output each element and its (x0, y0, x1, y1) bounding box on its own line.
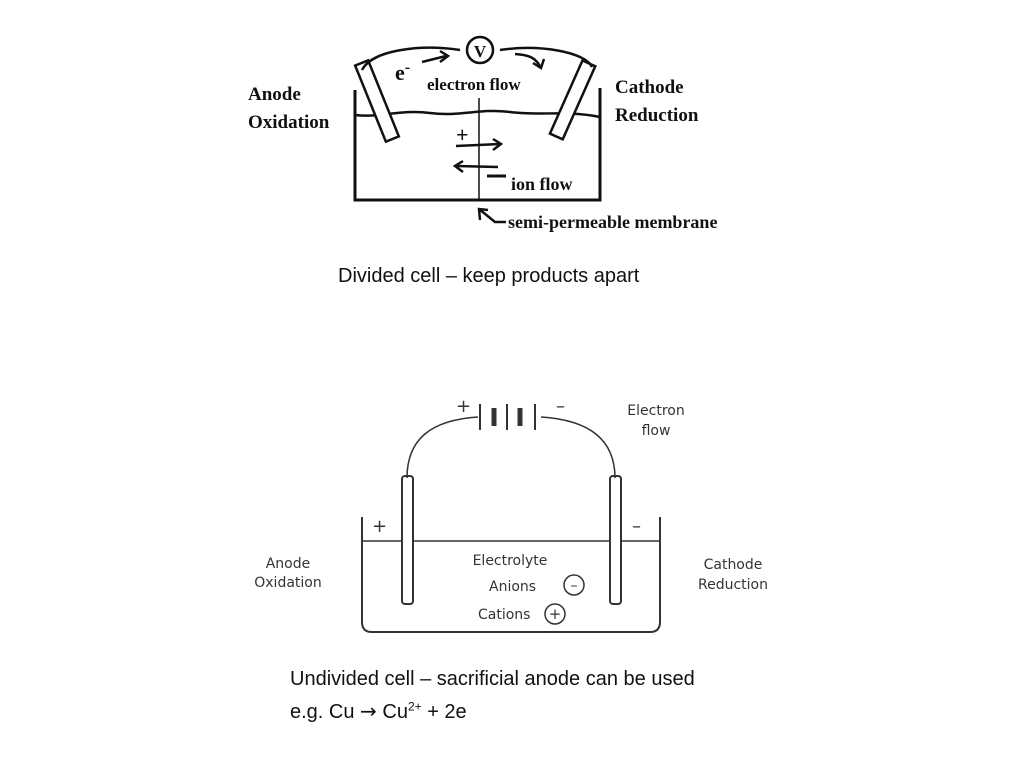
electron-arrow-right (532, 58, 546, 70)
anion-icon (563, 574, 585, 596)
undivided-cell-caption-line2: e.g. Cu → Cu2+ + 2e (290, 699, 467, 724)
cation-symbol: + (549, 605, 562, 623)
reduction-label: Reduction (615, 105, 699, 126)
cation-plus-label: + (456, 122, 469, 147)
reduction-label: Reduction (698, 577, 768, 593)
cathode-electrode (609, 475, 622, 605)
caption-equation-left: e.g. Cu (290, 701, 361, 723)
arrow-right-icon: → (360, 699, 377, 723)
anode-electrode (401, 475, 414, 605)
membrane-pointer-icon (477, 207, 489, 221)
ion-arrow-left (452, 159, 464, 173)
anode-label: Anode (248, 84, 301, 105)
undivided-cell-caption-line1: Undivided cell – sacrificial anode can b… (290, 668, 695, 690)
membrane-pointer-icon (478, 208, 506, 224)
external-wire (360, 46, 461, 71)
voltmeter-label: V (474, 42, 487, 61)
anode-label: Anode (266, 556, 311, 572)
external-wire (499, 46, 594, 68)
anode-electrode (353, 58, 401, 144)
electron-flow-label: Electron (627, 403, 684, 419)
ion-flow-label: ion flow (511, 174, 573, 194)
battery-plus-terminal: + (456, 396, 471, 417)
anode-plus-sign: + (372, 516, 387, 537)
caption-equation-right: + 2e (421, 701, 467, 723)
cathode-label: Cathode (704, 557, 763, 573)
anion-symbol: – (571, 578, 578, 594)
caption-equation-cu-ion: Cu (382, 701, 408, 723)
external-wire (406, 416, 479, 479)
membrane-label: semi-permeable membrane (508, 212, 717, 232)
cation-icon (544, 603, 566, 625)
cathode-label: Cathode (615, 77, 684, 98)
voltmeter-icon (465, 35, 495, 65)
electron-flow-label: electron flow (427, 75, 521, 94)
divided-cell-caption: Divided cell – keep products apart (338, 265, 640, 287)
electrolyte-surface (354, 109, 601, 119)
caption-equation-charge: 2+ (407, 699, 422, 714)
electron-symbol: e- (395, 59, 410, 85)
oxidation-label: Oxidation (254, 575, 321, 591)
ion-arrow-right (492, 137, 504, 151)
cations-label: Cations (478, 607, 530, 623)
electron-arrow-left (421, 54, 447, 64)
battery-minus-terminal: – (556, 396, 565, 417)
oxidation-label: Oxidation (248, 112, 330, 133)
external-wire (540, 416, 616, 479)
electron-arrow-right (514, 52, 542, 67)
electron-arrow-left (439, 49, 451, 63)
battery-icon (479, 404, 536, 430)
divided-cell-container (353, 88, 602, 202)
ion-arrow-left (455, 164, 499, 169)
anions-label: Anions (489, 579, 536, 595)
electrolyte-label: Electrolyte (473, 553, 548, 569)
ion-arrow-right (455, 142, 501, 148)
electron-flow-label: flow (642, 423, 671, 439)
undivided-cell-container (361, 517, 661, 633)
cathode-minus-sign: – (632, 516, 641, 537)
